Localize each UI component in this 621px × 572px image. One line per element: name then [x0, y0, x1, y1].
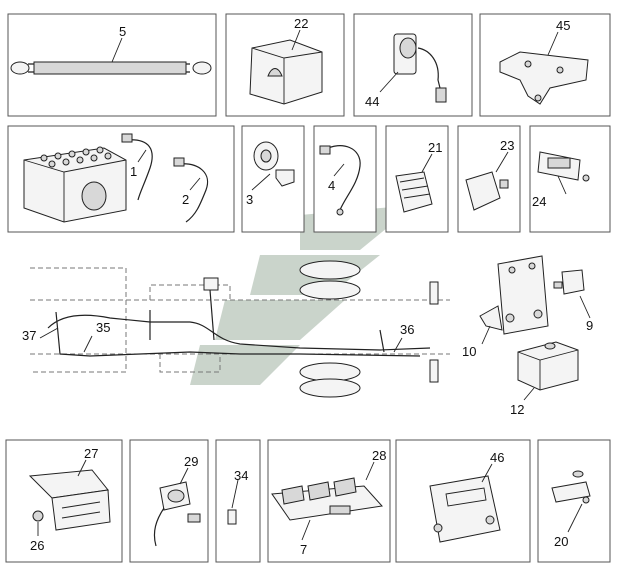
callout-44: 44 [365, 94, 379, 109]
panel-battery: 1 2 [7, 125, 235, 233]
wheel-4 [299, 378, 361, 398]
panel-ignition: 29 [129, 439, 209, 563]
lamp-body [395, 171, 433, 213]
callout-37: 37 [22, 328, 36, 343]
callout-26: 26 [30, 538, 44, 553]
panel-marker-lamp: 23 [457, 125, 521, 233]
callout-24: 24 [532, 194, 546, 209]
callout-12: 12 [510, 402, 524, 417]
relay-plate: 10 [462, 255, 549, 359]
fuse-body [227, 509, 237, 525]
callout-2: 2 [182, 192, 189, 207]
callout-21: 21 [428, 140, 442, 155]
callout-45: 45 [556, 18, 570, 33]
panel-lamp: 21 [385, 125, 449, 233]
marker-body [465, 171, 501, 211]
junction-box [203, 277, 219, 291]
cable-1 [125, 139, 153, 201]
callout-23: 23 [500, 138, 514, 153]
cable-2 [177, 163, 209, 223]
terminal-body [551, 481, 591, 503]
battery-body [23, 147, 127, 223]
callout-22: 22 [294, 16, 308, 31]
relay-plate-body [497, 255, 549, 335]
panel-horn: 3 [241, 125, 305, 233]
callout-5: 5 [119, 24, 126, 39]
callout-36: 36 [400, 322, 414, 337]
wire-4 [323, 145, 361, 211]
panel-bracket: 45 [479, 13, 611, 117]
callout-34: 34 [234, 468, 248, 483]
switch-wire [417, 47, 443, 97]
callout-7: 7 [300, 542, 307, 557]
rear-lamp-left [429, 281, 439, 305]
rear-lamp-right [429, 359, 439, 383]
callout-1: 1 [130, 164, 137, 179]
callout-3: 3 [246, 192, 253, 207]
wheel-3 [299, 362, 361, 382]
relay-plate-tab [479, 305, 503, 331]
cab-outline [30, 267, 127, 373]
callout-20: 20 [554, 534, 568, 549]
callout-10: 10 [462, 344, 476, 359]
relay-unit: 9 [553, 269, 593, 333]
block-body [249, 39, 323, 105]
callout-29: 29 [184, 454, 198, 469]
panel-fuse-block: 22 [225, 13, 345, 117]
panel-switch: 44 [353, 13, 473, 117]
bracket-face [51, 489, 111, 531]
callout-46: 46 [490, 450, 504, 465]
main-harness [47, 314, 431, 351]
panel-terminal: 20 [537, 439, 611, 563]
horn-bracket [275, 169, 295, 187]
battery-terminals [40, 146, 112, 168]
panel-side-lamp: 24 [529, 125, 611, 233]
strap-eye-right [192, 61, 212, 75]
panel-fuse: 34 [215, 439, 261, 563]
callout-28: 28 [372, 448, 386, 463]
callout-35: 35 [96, 320, 110, 335]
bracket-plate [499, 51, 589, 105]
strap-body [33, 61, 187, 75]
strap-eye-left [10, 61, 30, 75]
junction-cube: 12 [510, 341, 579, 417]
wheel-2 [299, 280, 361, 300]
callout-9: 9 [586, 318, 593, 333]
chassis-wiring: 37 35 36 [22, 260, 450, 398]
callout-27: 27 [84, 446, 98, 461]
wheel-1 [299, 260, 361, 280]
relay-body [561, 269, 585, 295]
panel-wire: 4 [313, 125, 377, 233]
panel-battery-cable: 5 [7, 13, 217, 117]
control-unit-body [429, 475, 501, 543]
panel-relay-block: 28 7 [267, 439, 391, 563]
panel-control-unit: 46 [395, 439, 531, 563]
ignition-wire [153, 507, 165, 547]
panel-mount-bracket: 27 26 [5, 439, 123, 563]
callout-4: 4 [328, 178, 335, 193]
